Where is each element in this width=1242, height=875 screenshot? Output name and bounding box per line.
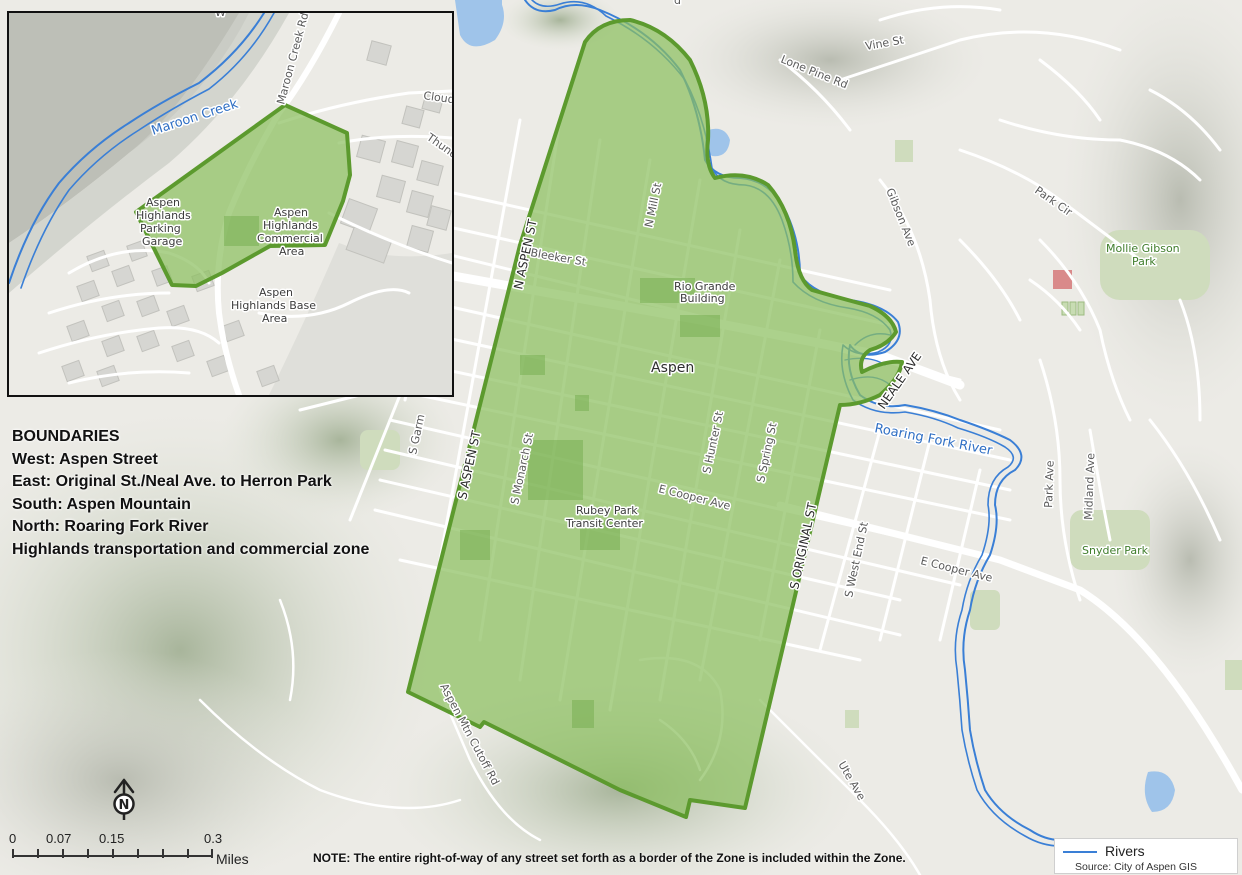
highlands-zone-boundary[interactable] <box>134 103 352 288</box>
source-credit: Source: City of Aspen GIS <box>1075 861 1197 873</box>
zone-note: NOTE: The entire right-of-way of any str… <box>313 851 906 865</box>
svg-text:Aspen: Aspen <box>259 286 293 299</box>
svg-text:Commercial: Commercial <box>257 232 323 245</box>
rubey-park-label-1: Rubey Park <box>576 504 638 517</box>
svg-text:Highlands Base: Highlands Base <box>231 299 316 312</box>
inset-top-label: W <box>215 13 226 19</box>
legend: Rivers Source: City of Aspen GIS <box>1054 838 1238 874</box>
base-area-label: Aspen Highlands Base Area <box>230 285 318 327</box>
scale-unit: Miles <box>216 851 249 867</box>
boundary-west: West: Aspen Street <box>12 450 158 468</box>
north-letter: N <box>119 798 130 813</box>
inset-map[interactable]: Maroon Creek Maroon Creek Rd Cloud Thund… <box>7 11 454 397</box>
svg-text:Area: Area <box>262 312 287 325</box>
aspen-label: Aspen <box>651 360 694 376</box>
road-label-top: d <box>674 0 681 7</box>
svg-text:Area: Area <box>279 245 304 258</box>
zone-boundary[interactable] <box>406 18 904 819</box>
svg-text:Parking: Parking <box>140 222 181 235</box>
boundaries-description: BOUNDARIES West: Aspen Street East: Orig… <box>12 426 369 562</box>
scale-tick-3: 0.3 <box>204 831 223 846</box>
svg-text:Highlands: Highlands <box>136 209 191 222</box>
boundaries-heading: BOUNDARIES <box>12 428 120 445</box>
scale-tick-0: 0 <box>9 831 17 846</box>
scale-tick-2: 0.15 <box>99 831 125 846</box>
svg-text:Highlands: Highlands <box>263 219 318 232</box>
svg-text:Aspen: Aspen <box>274 206 308 219</box>
commercial-area-label: Aspen Highlands Commercial Area <box>256 205 325 260</box>
mollie-gibson-label-1: Mollie Gibson <box>1106 242 1180 255</box>
rubey-park-label-2: Transit Center <box>565 517 643 530</box>
maroon-creek <box>9 13 275 289</box>
inset-svg: Maroon Creek Maroon Creek Rd Cloud Thund… <box>9 13 452 395</box>
north-arrow-icon: N <box>113 778 135 820</box>
rio-grande-label-1: Rio Grande <box>674 280 736 293</box>
cloud-label: Cloud <box>423 89 452 106</box>
snyder-park-label: Snyder Park <box>1082 544 1149 557</box>
zone-detail <box>460 278 720 728</box>
midland-ave-label: Midland Ave <box>1082 453 1097 521</box>
boundary-highlands: Highlands transportation and commercial … <box>12 540 370 558</box>
legend-item-rivers: Rivers <box>1105 843 1145 859</box>
rio-grande-label-2: Building <box>680 292 725 305</box>
park-ave-label: Park Ave <box>1042 460 1057 508</box>
water-bodies <box>455 0 1175 812</box>
svg-text:Garage: Garage <box>142 235 183 248</box>
boundary-north: North: Roaring Fork River <box>12 518 209 536</box>
mollie-gibson-label-2: Park <box>1132 255 1156 268</box>
river-legend-swatch <box>1063 851 1097 853</box>
parking-garage-label: Aspen Highlands Parking Garage <box>135 195 193 250</box>
scale-bar: 0 0.07 0.15 0.3 Miles <box>6 830 276 870</box>
scale-tick-1: 0.07 <box>46 831 72 846</box>
building-marker <box>1053 270 1072 289</box>
boundary-south: South: Aspen Mountain <box>12 495 191 513</box>
boundary-east: East: Original St./Neal Ave. to Herron P… <box>12 473 332 491</box>
svg-text:Aspen: Aspen <box>146 196 180 209</box>
